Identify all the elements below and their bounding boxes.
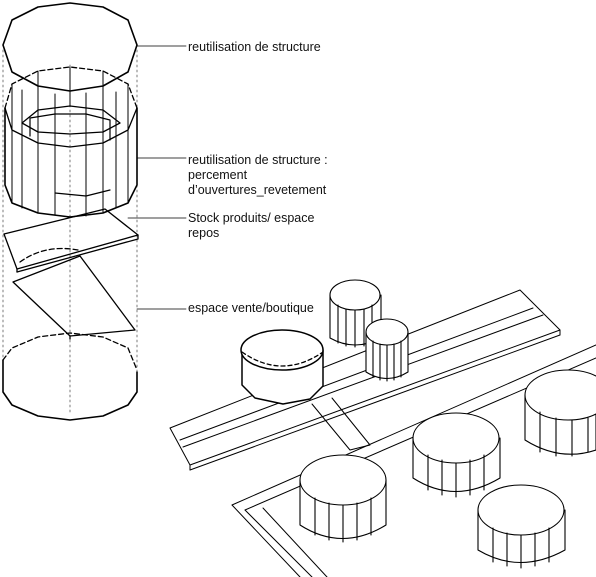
silo-cylinder-a [524,369,596,457]
label-stock-rest-line-2: repos [188,226,220,240]
label-structure-openings-line-3: d’ouvertures_revetement [188,183,327,197]
stock-slab [3,208,139,273]
small-cylinder-2 [365,318,409,382]
label-structure-openings-line-2: percement [188,168,248,182]
label-structure-openings: reutilisation de structure : percement d… [188,153,328,198]
base-disc [2,332,138,421]
label-stock-rest-line-1: Stock produits/ espace [188,211,315,225]
shop-cylinder [240,329,324,405]
label-sale-shop: espace vente/boutique [188,301,314,315]
silo-cylinder-c [299,454,387,543]
leader-lines [127,45,187,310]
label-structure-reuse: reutilisation de structure [188,40,321,54]
label-structure-openings-line-1: reutilisation de structure : [188,153,328,167]
label-stock-rest: Stock produits/ espace repos [188,211,314,241]
sale-floor [12,255,136,340]
structure-shell [4,66,138,218]
silo-cylinder-b [412,412,501,498]
guide-lines [2,49,138,416]
silo-cylinder-d [477,484,566,569]
